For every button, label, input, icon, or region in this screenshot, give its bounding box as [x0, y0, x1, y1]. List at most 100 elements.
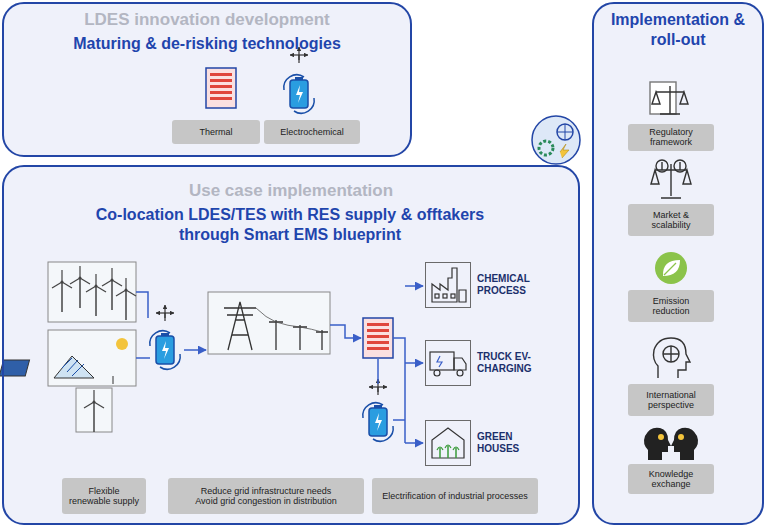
storage-icon-left: [150, 305, 180, 369]
wind-farm-picture: [102, 268, 122, 310]
label-box: Knowledge exchange: [628, 464, 714, 494]
emission-icon: [664, 263, 676, 275]
small-turbine-picture: [76, 388, 112, 432]
flow-arrows: [393, 419, 405, 421]
offtaker-label: TRUCK EV-CHARGING: [477, 351, 551, 375]
label-box: Reduce grid infrastructure needsAvoid gr…: [168, 478, 364, 514]
grid-picture: [224, 302, 256, 350]
policy-icon: [557, 124, 573, 140]
section-subtitle: Maturing & de-risking technologies: [6, 34, 408, 54]
section-title: Implementation & roll-out: [602, 10, 754, 50]
storage-icon-right: [363, 403, 393, 441]
thermal-icon-top: [206, 68, 236, 108]
small-turbine-picture: [76, 388, 112, 432]
panel-ground: [3, 3, 763, 524]
offtaker-label: GREEN HOUSES: [477, 431, 551, 455]
policy-icon: [539, 141, 553, 155]
thermal-icon-right: [363, 318, 393, 358]
label-box: International perspective: [628, 384, 714, 416]
grid-picture: [208, 292, 330, 354]
box-label: Market & scalability: [633, 210, 709, 231]
emission-icon: [655, 252, 687, 284]
box-label: Emission reduction: [633, 296, 709, 317]
flow-arrows: [330, 325, 361, 338]
box-label: Regulatory framework: [633, 127, 709, 148]
market-icon: [651, 160, 691, 198]
grid-picture: [256, 308, 322, 332]
factory-icon: [432, 268, 457, 302]
label-box: Thermal: [172, 120, 260, 144]
wind-farm-picture: [86, 274, 106, 316]
factory-icon: [435, 294, 439, 298]
label-box: Emission reduction: [628, 290, 714, 322]
storage-icon-left: [156, 305, 174, 321]
storage-icon-right: [363, 379, 393, 441]
knowledge-icon: [658, 434, 664, 440]
solar-picture: [48, 330, 136, 386]
label-box: Electrochemical: [264, 120, 360, 144]
truck-icon: [454, 358, 466, 370]
grid-picture: [208, 292, 330, 354]
policy-icon: [557, 124, 573, 140]
offtaker-box: GREEN HOUSES: [425, 420, 471, 466]
box-label: Flexible renewable supply: [67, 486, 141, 507]
panel-ground: [593, 3, 763, 524]
factory-icon: [451, 294, 455, 298]
solar-picture: [54, 356, 94, 378]
wind-farm-picture: [48, 262, 136, 322]
market-icon: [651, 170, 691, 184]
policy-icon: [532, 116, 580, 164]
solar-picture: [0, 330, 136, 386]
factory-icon: [459, 290, 466, 302]
section-panel: Use case implementationCo-location LDES/…: [2, 165, 580, 525]
scales-icon: [650, 82, 688, 114]
flow-arrows: [184, 349, 206, 351]
box-label: Electrochemical: [280, 127, 344, 137]
knowledge-icon: [671, 428, 698, 460]
section-title: LDES innovation development: [6, 10, 408, 30]
box-label: Thermal: [199, 127, 232, 137]
wind-farm-picture: [70, 266, 90, 308]
international-icon: [654, 338, 691, 378]
panel-ground: [3, 166, 579, 523]
knowledge-icon: [644, 428, 698, 460]
thermal-icon-top: [206, 68, 236, 108]
policy-icon: [532, 116, 580, 164]
battery-icon-top: [284, 47, 314, 113]
international-icon: [654, 338, 691, 378]
scales-icon: [656, 86, 684, 114]
truck-icon: [437, 356, 442, 367]
box-label: Electrification of industrial processes: [382, 491, 528, 501]
label-box: Electrification of industrial processes: [372, 478, 538, 514]
truck-icon: [457, 370, 463, 376]
label-box: Market & scalability: [628, 204, 714, 236]
box-label: Knowledge exchange: [633, 469, 709, 490]
emission-icon: [655, 252, 687, 284]
offtaker-box: TRUCK EV-CHARGING: [425, 340, 471, 386]
solar-picture: [0, 360, 30, 376]
thermal-icon-right: [363, 318, 393, 358]
knowledge-icon: [644, 428, 671, 460]
solar-picture: [62, 358, 84, 376]
label-box: Regulatory framework: [628, 124, 714, 151]
international-icon: [663, 346, 679, 362]
small-turbine-picture: [84, 390, 104, 432]
greenhouse-icon: [440, 446, 456, 458]
flow-arrows: [377, 359, 379, 384]
box-label: International perspective: [633, 390, 709, 411]
international-icon: [663, 346, 679, 362]
flow-arrows: [405, 285, 423, 287]
greenhouse-icon: [437, 445, 459, 450]
section-panel: LDES innovation developmentMaturing & de…: [2, 2, 412, 157]
box-label: Reduce grid infrastructure needs: [201, 486, 332, 496]
flow-arrows: [136, 292, 148, 318]
offtaker-box: CHEMICAL PROCESS: [425, 262, 471, 308]
knowledge-icon: [678, 434, 684, 440]
factory-icon: [432, 268, 466, 302]
wind-farm-picture: [48, 262, 136, 322]
market-icon: [662, 162, 680, 170]
wind-farm-picture: [52, 270, 72, 312]
wind-farm-picture: [116, 278, 136, 320]
box-label: Avoid grid congestion in distribution: [195, 496, 336, 506]
solar-picture: [116, 338, 128, 350]
